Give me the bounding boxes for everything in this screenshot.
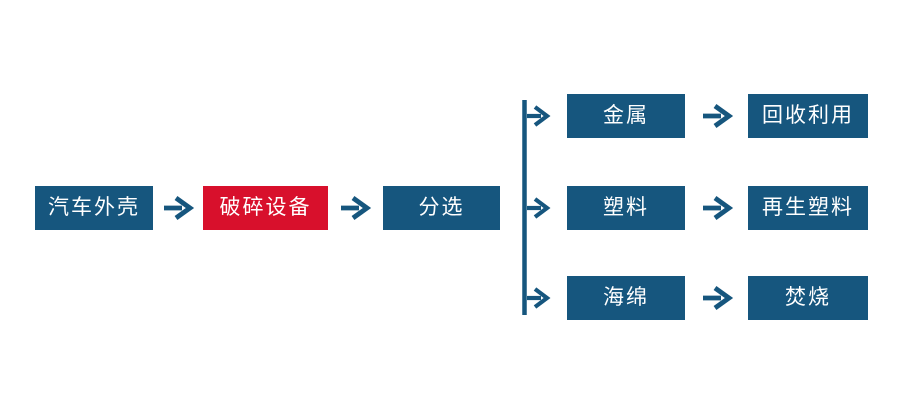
arrow-right-icon <box>703 104 734 128</box>
node-recycling: 回收利用 <box>748 94 868 138</box>
node-car-shell: 汽车外壳 <box>35 186 153 230</box>
node-sponge: 海绵 <box>567 276 685 320</box>
arrow-right-icon <box>341 196 372 220</box>
node-sorting: 分选 <box>383 186 500 230</box>
node-recycled-plastic: 再生塑料 <box>748 186 868 230</box>
arrow-right-icon <box>527 105 551 127</box>
node-plastic: 塑料 <box>567 186 685 230</box>
arrow-right-icon <box>527 197 551 219</box>
node-metal: 金属 <box>567 94 685 138</box>
arrow-right-icon <box>164 196 195 220</box>
node-incineration: 焚烧 <box>748 276 868 320</box>
node-crushing-equipment: 破碎设备 <box>203 186 328 230</box>
arrow-right-icon <box>703 286 734 310</box>
arrow-right-icon <box>703 196 734 220</box>
arrow-right-icon <box>527 287 551 309</box>
